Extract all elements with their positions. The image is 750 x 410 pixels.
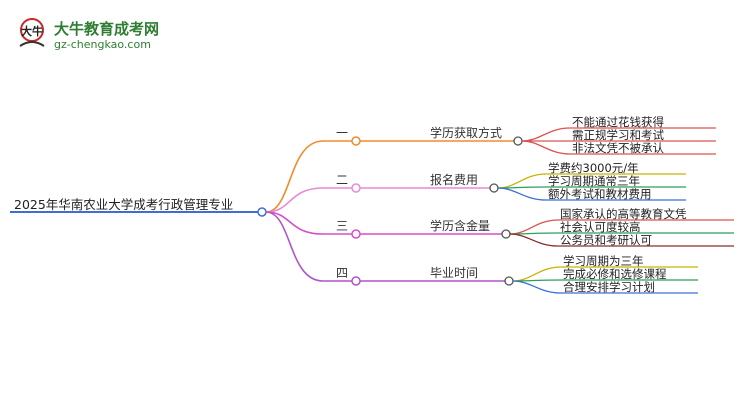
branch-end-dot (489, 183, 499, 193)
branch-label: 毕业时间 (430, 266, 478, 280)
leaf-label: 完成必修和选修课程 (563, 267, 667, 281)
branch-connector (265, 211, 324, 235)
branch-number: 三 (336, 219, 348, 233)
branch-number: 四 (336, 266, 348, 280)
branch-connector (265, 187, 324, 213)
leaf-label: 国家承认的高等教育文凭 (560, 207, 687, 221)
site-logo[interactable]: 大牛 大牛教育成考网 gz-chengkao.com (14, 16, 164, 56)
leaf-connector (521, 140, 571, 155)
branch-number: 二 (336, 173, 348, 187)
leaf-connector (497, 173, 547, 189)
branch-label: 学历获取方式 (430, 125, 502, 140)
leaf-label: 社会认可度较高 (560, 220, 641, 234)
leaf-label: 额外考试和教材费用 (548, 187, 652, 201)
logo-url: gz-chengkao.com (54, 38, 151, 51)
leaf-label: 公务员和考研认可 (560, 233, 652, 247)
leaf-connector (512, 266, 562, 282)
branch-mid-dot (351, 136, 361, 146)
branch-end-dot (513, 136, 523, 146)
leaf-connector (512, 280, 562, 294)
leaf-connector (509, 219, 559, 235)
leaf-label: 学费约3000元/年 (548, 161, 639, 175)
branch-mid-dot (351, 229, 361, 239)
logo-mark-text: 大牛 (21, 24, 43, 38)
logo-mark-icon: 大牛 (19, 18, 45, 47)
leaf-connector (521, 127, 571, 142)
leaf-label: 学习周期为三年 (563, 254, 644, 268)
branch-mid-dot (351, 183, 361, 193)
leaf-label: 合理安排学习计划 (563, 280, 655, 294)
root-label: 2025年华南农业大学成考行政管理专业 (14, 197, 233, 212)
branch-end-dot (501, 229, 511, 239)
leaf-connector (509, 233, 559, 247)
branch-connector (265, 140, 324, 213)
logo-title: 大牛教育成考网 (54, 20, 160, 38)
branch-number: 一 (336, 126, 348, 140)
leaf-label: 不能通过花钱获得 (572, 115, 664, 129)
root-node-dot (257, 207, 267, 217)
branch-end-dot (504, 276, 514, 286)
branch-connector (265, 211, 324, 282)
leaf-label: 需正规学习和考试 (572, 128, 664, 142)
leaf-label: 学习周期通常三年 (548, 174, 640, 188)
branch-label: 报名费用 (430, 172, 478, 187)
branch-mid-dot (351, 276, 361, 286)
branch-label: 学历含金量 (430, 218, 490, 233)
leaf-connector (497, 187, 547, 201)
leaf-label: 非法文凭不被承认 (572, 141, 664, 155)
